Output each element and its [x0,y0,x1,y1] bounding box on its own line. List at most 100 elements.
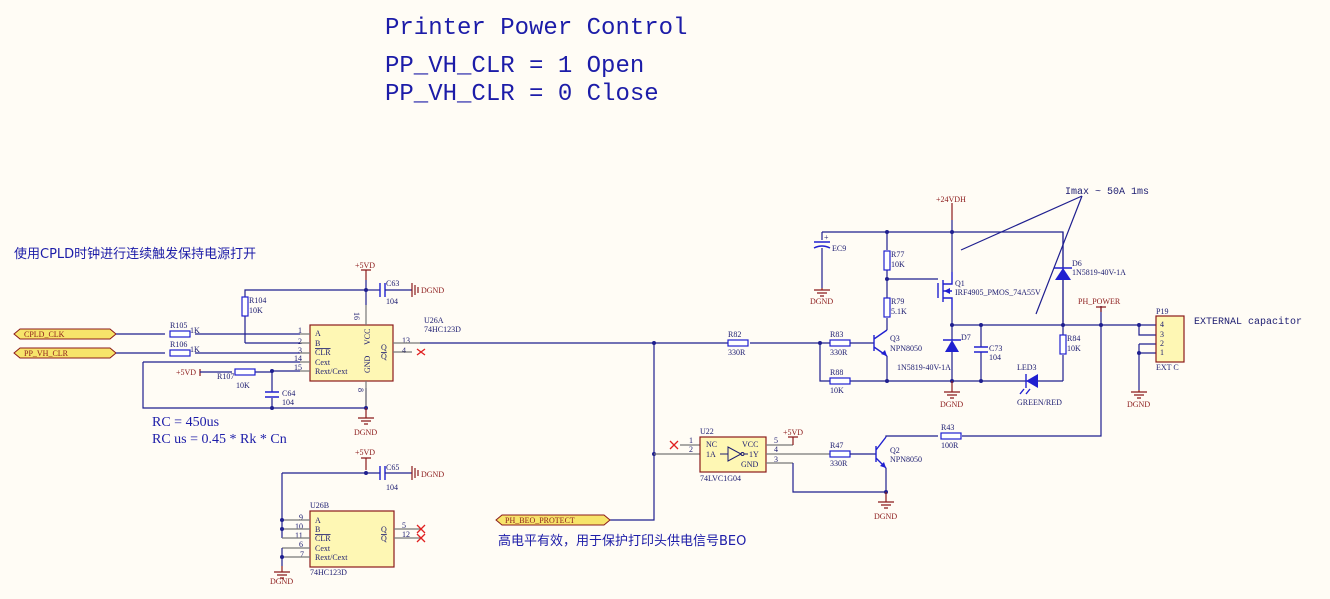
svg-text:C63: C63 [386,279,399,288]
svg-text:R106: R106 [170,340,187,349]
svg-text:3: 3 [1160,330,1164,339]
svg-text:4: 4 [1160,320,1164,329]
svg-text:VCC: VCC [363,329,372,345]
ic-u26a[interactable]: A B CLR Cext Rext/Cext VCC GND Q Q 1 2 3… [294,312,461,392]
svg-text:5: 5 [774,436,778,445]
resistor-r43: R43 100R [940,423,962,450]
svg-text:104: 104 [282,398,294,407]
svg-text:Cext: Cext [315,544,331,553]
svg-text:R83: R83 [830,330,843,339]
svg-text:104: 104 [386,483,398,492]
svg-text:D7: D7 [961,333,971,342]
svg-text:Q1: Q1 [955,279,965,288]
ic-u26b[interactable]: A B CLR Cext Rext/Cext Q Q 9 10 11 6 7 5… [295,501,410,577]
svg-text:104: 104 [386,297,398,306]
svg-text:Q: Q [381,525,387,534]
svg-text:A: A [315,329,321,338]
svg-text:C65: C65 [386,463,399,472]
svg-text:10: 10 [295,522,303,531]
resistor-r106: R106 1K [169,340,200,357]
resistor-r82: R82 330R [727,330,749,357]
dgnd-c65: DGND [421,470,444,479]
svg-text:Q: Q [381,352,387,361]
svg-text:NC: NC [706,440,717,449]
svg-text:EC9: EC9 [832,244,846,253]
resistor-r107: R107 10K [217,368,256,390]
resistor-r47: R47 330R [829,441,851,468]
svg-text:GND: GND [741,460,759,469]
svg-text:R107: R107 [217,372,234,381]
svg-text:1A: 1A [706,450,716,459]
svg-text:12: 12 [402,530,410,539]
dgnd-u26a: DGND [354,428,377,437]
svg-text:100R: 100R [941,441,959,450]
svg-text:U22: U22 [700,427,714,436]
capacitor-c73: C73 104 [974,344,1002,362]
svg-text:2: 2 [1160,339,1164,348]
svg-text:10K: 10K [249,306,263,315]
ic-u22[interactable]: NC 1A VCC 1Y GND 1 2 5 4 3 U22 74LVC1G04 [689,427,778,483]
svg-text:1: 1 [1160,348,1164,357]
resistor-r77: R77 10K [883,250,905,271]
transistor-q2: Q2 NPN8050 [875,436,922,469]
svg-text:R82: R82 [728,330,741,339]
svg-text:U26B: U26B [310,501,329,510]
svg-text:10K: 10K [891,260,905,269]
power-5vd-u26a: +5VD [355,261,375,270]
port-cpld-clk[interactable]: CPLD_CLK [13,328,117,340]
svg-text:330R: 330R [830,459,848,468]
svg-text:15: 15 [294,363,302,372]
capacitor-c63: C63 104 [379,279,399,306]
svg-text:2: 2 [298,337,302,346]
svg-text:PH_BEO_PROTECT: PH_BEO_PROTECT [505,516,575,525]
title-line-close: PP_VH_CLR = 0 Close [385,81,659,108]
svg-text:NPN8050: NPN8050 [890,455,922,464]
connector-p19[interactable]: 4 3 2 1 P19 EXT C [1155,307,1185,372]
svg-text:10K: 10K [1067,344,1081,353]
svg-text:R104: R104 [249,296,266,305]
rc-note-1: RC = 450us [152,415,219,430]
diode-d7: D7 1N5819-40V-1A [897,333,971,372]
svg-text:74HC123D: 74HC123D [310,568,347,577]
svg-text:R84: R84 [1067,334,1080,343]
title-line-open: PP_VH_CLR = 1 Open [385,53,644,80]
port-ph-beo-protect[interactable]: PH_BEO_PROTECT [495,514,611,526]
svg-text:16: 16 [352,312,361,320]
svg-text:13: 13 [402,336,410,345]
svg-text:Rext/Cext: Rext/Cext [315,553,348,562]
svg-text:1K: 1K [190,345,200,354]
svg-text:1Y: 1Y [749,450,759,459]
power-5vd-u26b: +5VD [355,448,375,457]
power-5vd-r107: +5VD [176,368,196,377]
svg-text:R88: R88 [830,368,843,377]
transistor-q3: Q3 NPN8050 [873,329,922,357]
power-5vd-u22: +5VD [783,428,803,437]
port-pp-vh-clr[interactable]: PP_VH_CLR [13,347,117,359]
resistor-r83: R83 330R [829,330,851,357]
svg-text:4: 4 [774,445,778,454]
svg-text:1K: 1K [190,326,200,335]
svg-text:3: 3 [298,346,302,355]
svg-text:8: 8 [356,388,365,392]
cpld-note: 使用CPLD时钟进行连续触发保持电源打开 [14,246,256,262]
svg-text:R105: R105 [170,321,187,330]
dgnd-q2: DGND [874,512,897,521]
svg-text:IRF4905_PMOS_74A55V: IRF4905_PMOS_74A55V [955,288,1041,297]
capacitor-c64: C64 104 [265,389,295,407]
svg-text:R79: R79 [891,297,904,306]
rc-note-2: RC us = 0.45 * Rk * Cn [152,432,287,447]
svg-text:5.1K: 5.1K [891,307,907,316]
svg-text:14: 14 [294,354,302,363]
svg-text:1N5819-40V-1A: 1N5819-40V-1A [1072,268,1126,277]
svg-text:74LVC1G04: 74LVC1G04 [700,474,741,483]
resistor-r105: R105 1K [169,321,200,338]
svg-text:CLR: CLR [315,348,331,357]
svg-text:B: B [315,339,320,348]
svg-text:D6: D6 [1072,259,1082,268]
svg-text:Q2: Q2 [890,446,900,455]
svg-text:7: 7 [300,550,304,559]
svg-text:Q: Q [381,534,387,543]
svg-text:A: A [315,516,321,525]
resistor-r104: R104 10K [241,296,266,317]
